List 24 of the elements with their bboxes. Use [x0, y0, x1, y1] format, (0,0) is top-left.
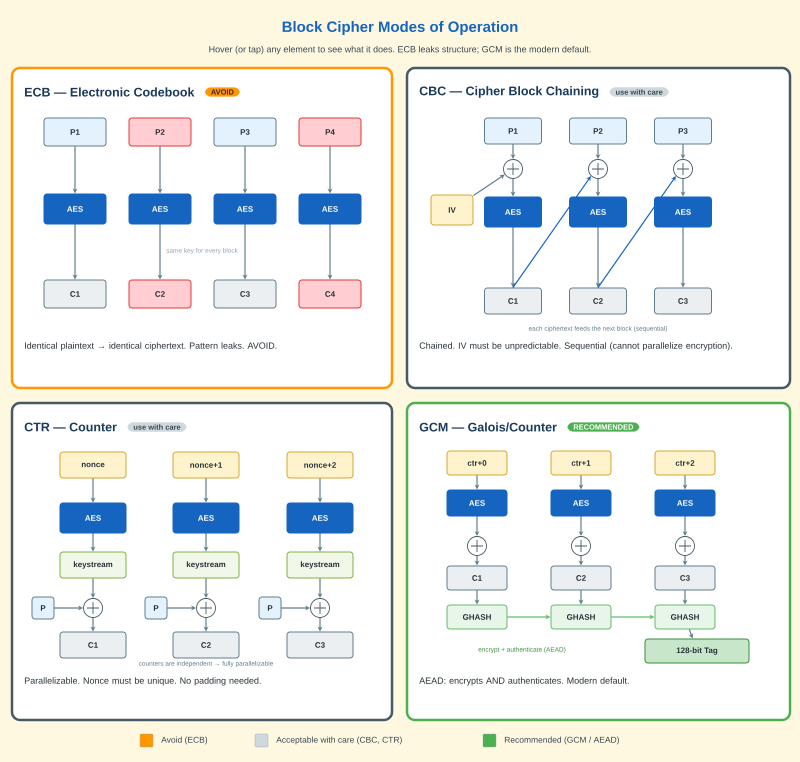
xor-circle [196, 598, 216, 618]
xor-circle [588, 159, 608, 179]
description: AEAD: encrypts AND authenticates. Modern default. [419, 677, 629, 686]
description: Parallelizable. Nonce must be unique. No padding needed. [24, 677, 261, 686]
title: Block Cipher Modes of Operation [282, 21, 518, 35]
description: Identical plaintext → identical ciphertext. Pattern leaks. AVOID. [25, 342, 276, 351]
xor-circle [673, 159, 693, 179]
subtitle: Hover (or tap) any element to see what it does. ECB leaks structure; GCM is the modern default. [209, 46, 590, 54]
xor-circle [467, 536, 487, 556]
panel-heading: ECB — Electronic Codebook [25, 87, 194, 97]
xor-circle [675, 536, 695, 556]
xor-circle [83, 598, 103, 618]
arrow [512, 176, 591, 288]
panel-heading: CTR — Counter [24, 422, 117, 432]
panel-heading: GCM — Galois/Counter [420, 422, 557, 432]
legend-label: Avoid (ECB) [161, 736, 208, 744]
xor-circle [571, 536, 591, 556]
description: Chained. IV must be unpredictable. Sequential (cannot parallelize encryption). [420, 342, 732, 351]
xor-circle [310, 598, 330, 618]
xor-circle [503, 159, 523, 179]
legend-label: Recommended (GCM / AEAD) [504, 736, 619, 744]
legend-label: Acceptable with care (CBC, CTR) [276, 736, 402, 744]
panel-heading: CBC — Cipher Block Chaining [420, 86, 598, 98]
arrow [598, 176, 676, 288]
